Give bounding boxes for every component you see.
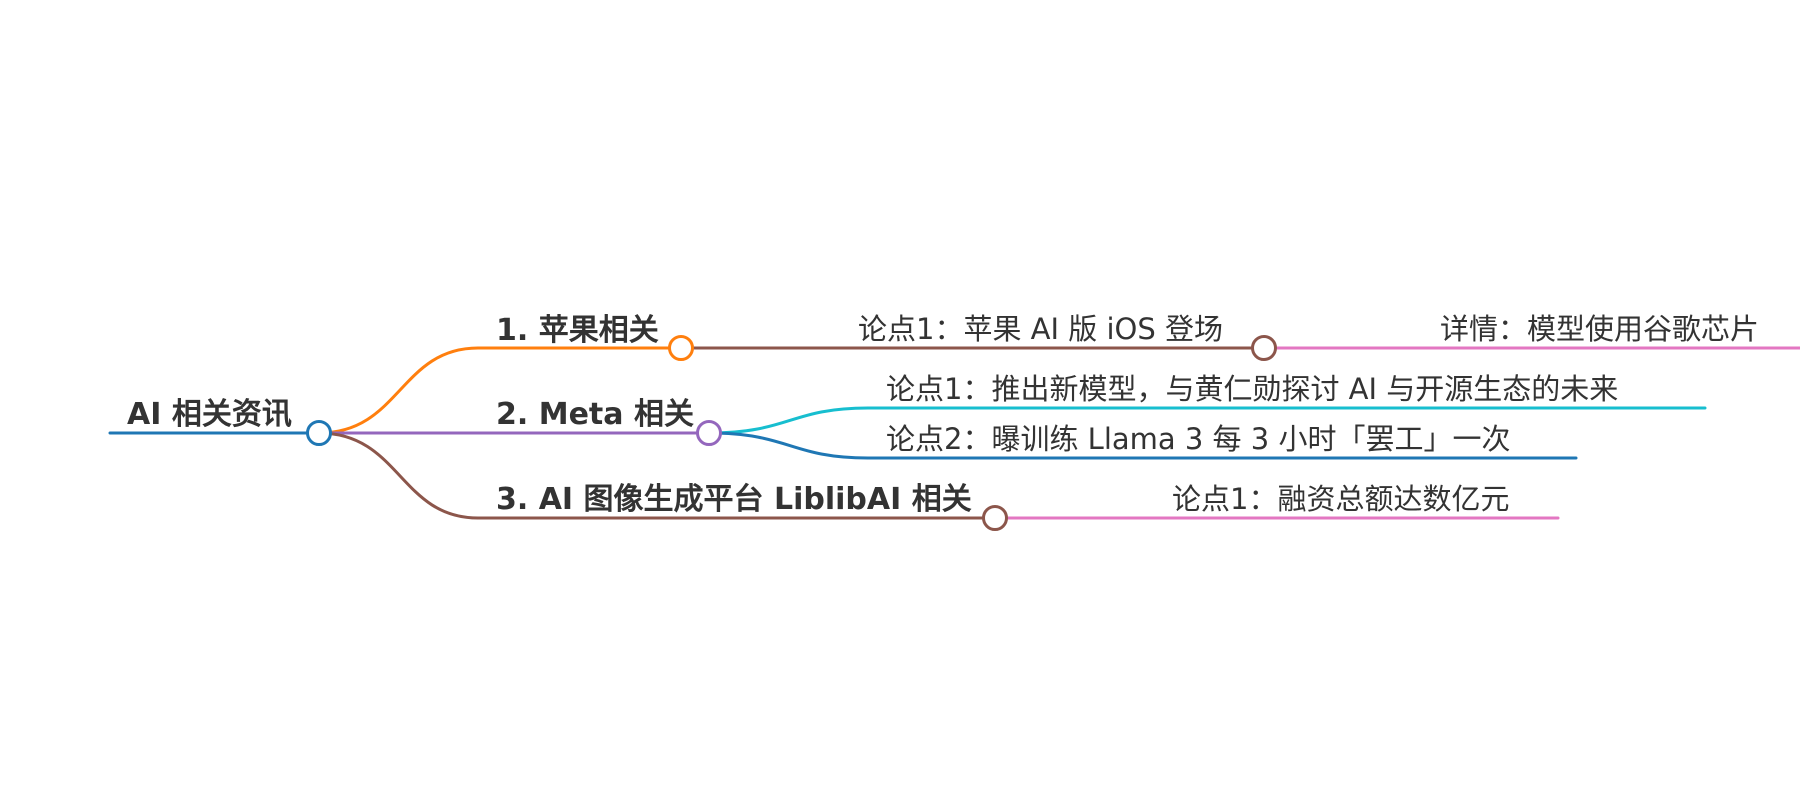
root-title: AI 相关资讯 (127, 397, 292, 432)
apple-point1-label: 论点1：苹果 AI 版 iOS 登场 (858, 312, 1223, 346)
topic-liblibai-title: 3. AI 图像生成平台 LiblibAI 相关 (496, 482, 972, 517)
liblibai-point1-label: 论点1：融资总额达数亿元 (1172, 482, 1509, 516)
topic-apple-title: 1. 苹果相关 (496, 313, 659, 348)
topic-meta-collapse-toggle[interactable] (696, 420, 722, 446)
topic-apple-collapse-toggle[interactable] (668, 335, 694, 361)
topic-apple-branch (317, 346, 683, 435)
apple-point1-collapse-toggle[interactable] (1251, 335, 1277, 361)
apple-detail-label: 详情：模型使用谷歌芯片 (1440, 312, 1759, 346)
topic-liblibai-branch (317, 431, 997, 520)
topic-liblibai-collapse-toggle[interactable] (982, 505, 1008, 531)
topic-meta-title: 2. Meta 相关 (496, 397, 694, 432)
meta-point1-branch (707, 406, 1707, 435)
root-collapse-toggle[interactable] (306, 420, 332, 446)
meta-point2-label: 论点2：曝训练 Llama 3 每 3 小时「罢工」一次 (886, 422, 1510, 456)
meta-point1-label: 论点1：推出新模型，与黄仁勋探讨 AI 与开源生态的未来 (886, 372, 1618, 406)
meta-point2-branch (707, 431, 1578, 460)
